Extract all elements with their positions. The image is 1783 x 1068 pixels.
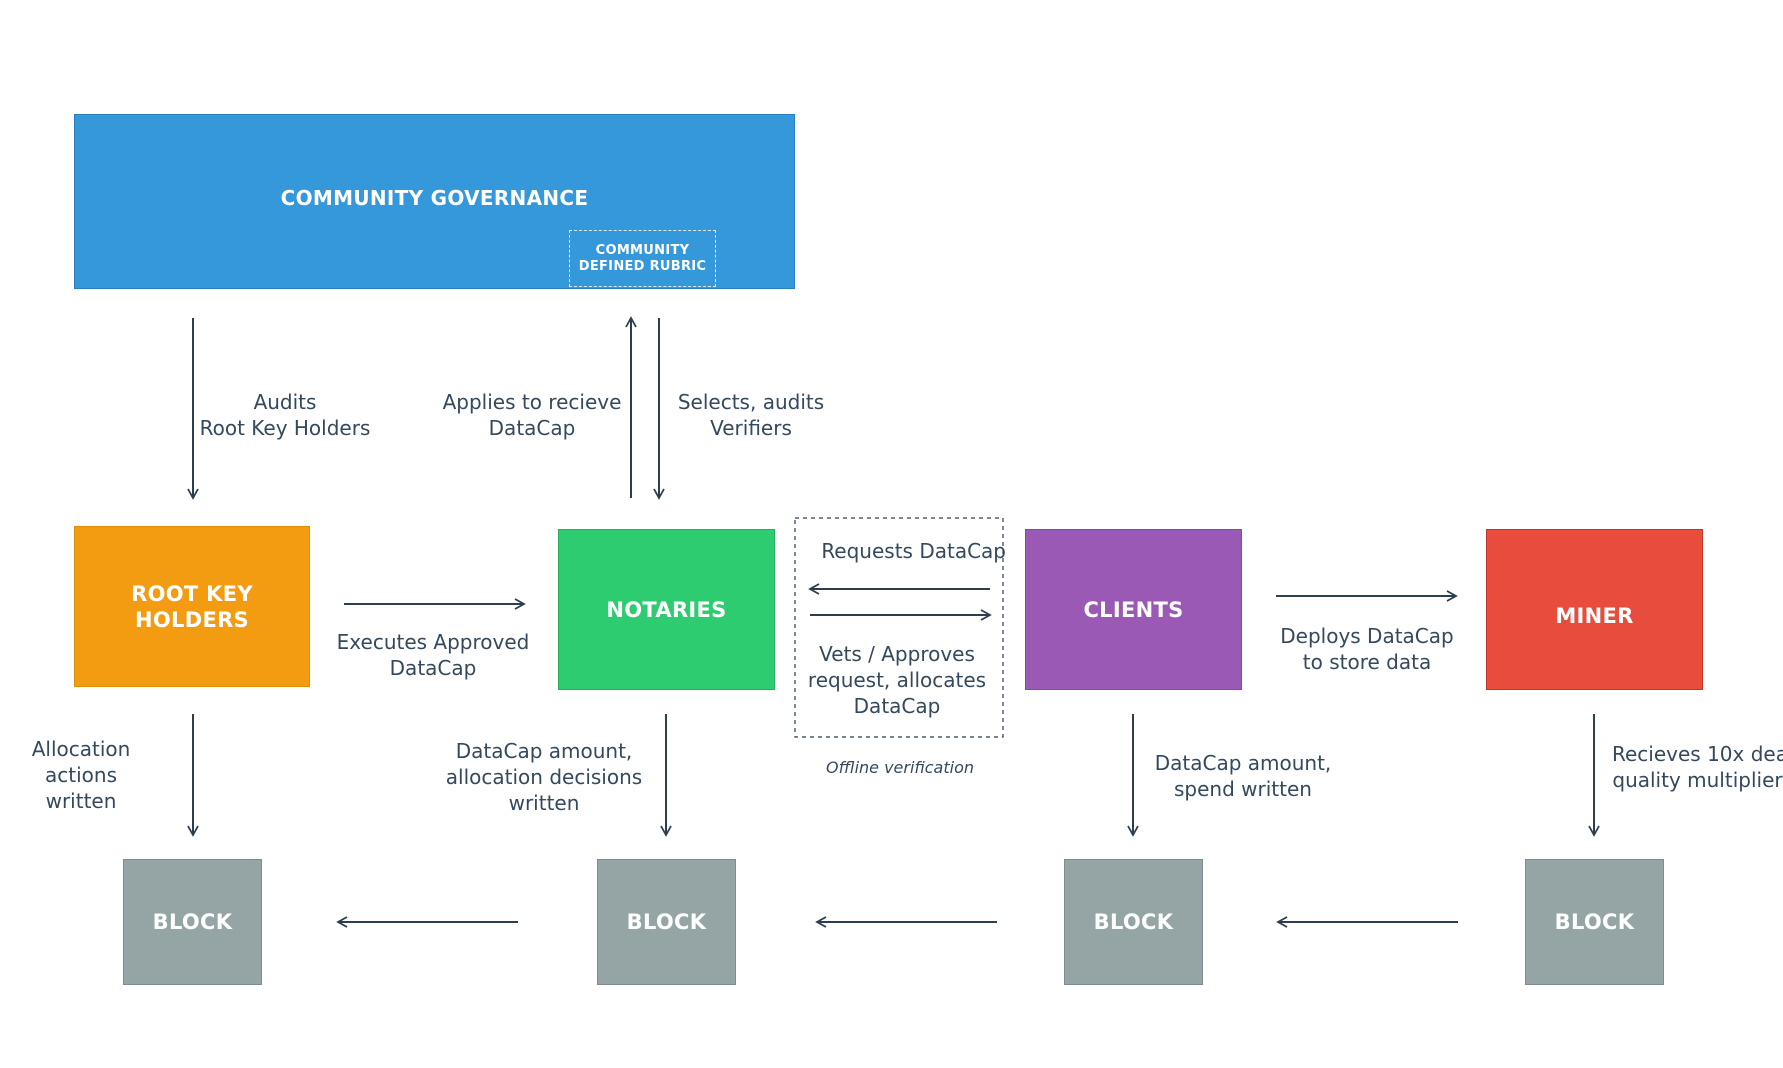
block-root-key-holders: BLOCK (123, 859, 262, 985)
notaries-label: NOTARIES (606, 597, 727, 622)
block-label: BLOCK (152, 910, 233, 934)
label-deploys-datacap: Deploys DataCap to store data (1280, 624, 1454, 674)
label-datacap-spend: DataCap amount, spend written (1154, 751, 1332, 801)
block-label: BLOCK (626, 910, 707, 934)
community-governance-box: COMMUNITY GOVERNANCE (74, 114, 795, 289)
block-label: BLOCK (1554, 910, 1635, 934)
label-datacap-allocation: DataCap amount, allocation decisions wri… (445, 739, 643, 815)
root-key-holders-box: ROOT KEY HOLDERS (74, 526, 310, 687)
root-key-holders-label: ROOT KEY HOLDERS (131, 581, 253, 632)
miner-label: MINER (1555, 603, 1634, 628)
block-label: BLOCK (1093, 910, 1174, 934)
clients-box: CLIENTS (1025, 529, 1242, 690)
label-executes-approved: Executes Approved DataCap (336, 630, 530, 680)
block-notaries: BLOCK (597, 859, 736, 985)
notaries-box: NOTARIES (558, 529, 775, 690)
label-vets-approves: Vets / Approves request, allocates DataC… (807, 642, 987, 718)
community-rubric-label: COMMUNITY DEFINED RUBRIC (578, 242, 707, 274)
label-audits-root-key-holders: Audits Root Key Holders (199, 390, 371, 440)
community-governance-label: COMMUNITY GOVERNANCE (280, 186, 589, 210)
miner-box: MINER (1486, 529, 1703, 690)
community-rubric-box: COMMUNITY DEFINED RUBRIC (569, 230, 716, 287)
block-clients: BLOCK (1064, 859, 1203, 985)
label-allocation-actions: Allocation actions written (31, 737, 131, 813)
clients-label: CLIENTS (1083, 597, 1184, 622)
label-receives-multiplier: Recieves 10x deal quality multiplier (1612, 742, 1783, 792)
offline-verification-frame (794, 517, 1004, 738)
label-selects-audits: Selects, audits Verifiers (677, 390, 825, 440)
label-offline-verification: Offline verification (825, 758, 975, 777)
block-miner: BLOCK (1525, 859, 1664, 985)
label-requests-datacap: Requests DataCap (821, 539, 1006, 563)
label-applies-to-receive: Applies to recieve DataCap (442, 390, 622, 440)
